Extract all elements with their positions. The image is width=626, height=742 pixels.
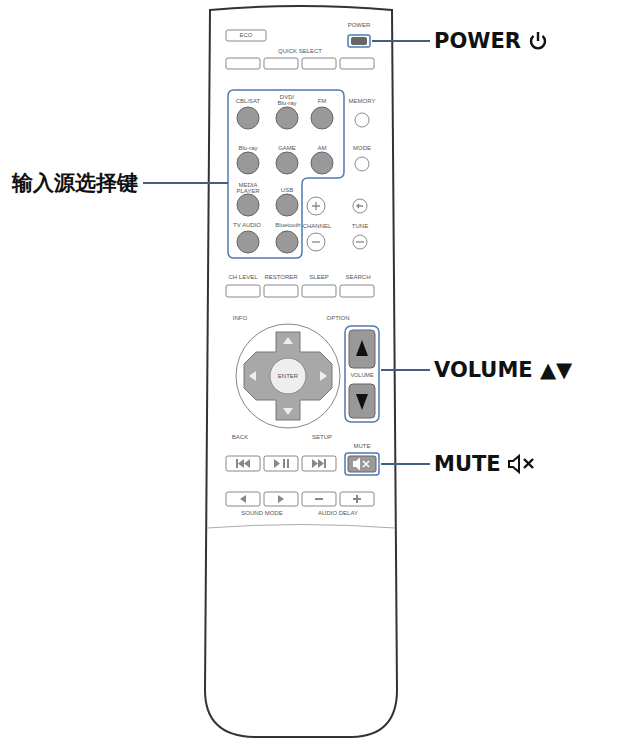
button-label: FM xyxy=(312,98,332,104)
button-label: ECO xyxy=(227,32,265,38)
callout-label: VOLUME ▲▼ xyxy=(434,360,572,381)
button-label: MUTE xyxy=(349,443,375,449)
callout-label: MUTE xyxy=(434,454,501,475)
button-label: AM xyxy=(312,145,332,151)
button-label: TV AUDIO xyxy=(229,222,265,228)
button-label: SEARCH xyxy=(341,274,375,280)
button-label: SOUND MODE xyxy=(232,510,292,516)
button-label: SETUP xyxy=(307,434,337,440)
button-label: USB xyxy=(275,187,299,193)
button-label: VOLUME xyxy=(346,373,378,379)
callout-label: 输入源选择键 xyxy=(12,173,138,194)
button-label: RESTORER xyxy=(262,274,300,280)
button-label: SLEEP xyxy=(304,274,334,280)
button-label: Blu-ray xyxy=(233,145,263,151)
button-label: CBL/SAT xyxy=(231,98,265,104)
power-icon xyxy=(527,30,549,52)
button-label: OPTION xyxy=(321,315,355,321)
button-label: CHANNEL xyxy=(299,223,335,229)
button-label: DVD/ Blu-ray xyxy=(275,94,299,107)
button-label: MEMORY xyxy=(345,98,379,104)
button-label: AUDIO DELAY xyxy=(308,510,368,516)
callout-label: POWER xyxy=(434,31,521,52)
button-label: MODE xyxy=(347,145,377,151)
button-label: INFO xyxy=(227,315,253,321)
button-label: CH LEVEL xyxy=(225,274,261,280)
button-label: ENTER xyxy=(273,373,303,379)
button-label: MEDIA PLAYER xyxy=(235,182,261,195)
mute-icon xyxy=(507,453,537,475)
button-label: Bluetooth xyxy=(269,222,307,228)
button-label: GAME xyxy=(272,145,302,151)
button-label: BACK xyxy=(227,434,253,440)
button-label: TUNE xyxy=(347,223,373,229)
button-label: POWER xyxy=(344,22,374,28)
button-label: QUICK SELECT xyxy=(260,48,340,54)
